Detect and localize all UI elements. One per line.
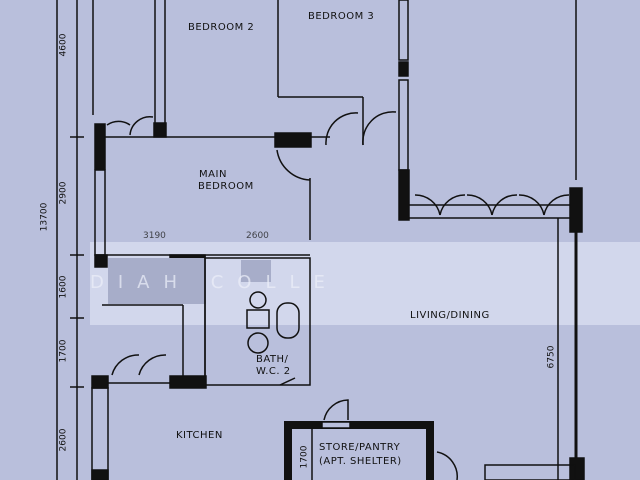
label-bath-1: BATH/ <box>256 354 289 365</box>
label-store-2: (APT. SHELTER) <box>319 456 402 467</box>
dim-1700: 1700 <box>58 339 69 363</box>
dim-3190: 3190 <box>143 231 166 241</box>
label-store-1: STORE/PANTRY <box>319 442 401 453</box>
dim-2600: 2600 <box>58 428 69 452</box>
dim-6750: 6750 <box>546 345 557 369</box>
label-living-dining: LIVING/DINING <box>410 310 490 321</box>
label-main-bedroom-2: BEDROOM <box>198 181 254 192</box>
dim-13700: 13700 <box>39 202 50 232</box>
dim-1600: 1600 <box>58 275 69 299</box>
label-kitchen: KITCHEN <box>176 430 223 441</box>
label-bedroom-2: BEDROOM 2 <box>188 22 255 33</box>
watermark: DIAH COLLE <box>90 272 339 293</box>
dim-store-1700: 1700 <box>299 445 310 469</box>
label-bedroom-3: BEDROOM 3 <box>308 11 375 22</box>
dim-2600-h: 2600 <box>246 231 269 241</box>
dim-4600: 4600 <box>58 33 69 57</box>
label-bath-2: W.C. 2 <box>256 366 291 377</box>
label-main-bedroom-1: MAIN <box>199 169 227 180</box>
dim-2900: 2900 <box>58 181 69 205</box>
